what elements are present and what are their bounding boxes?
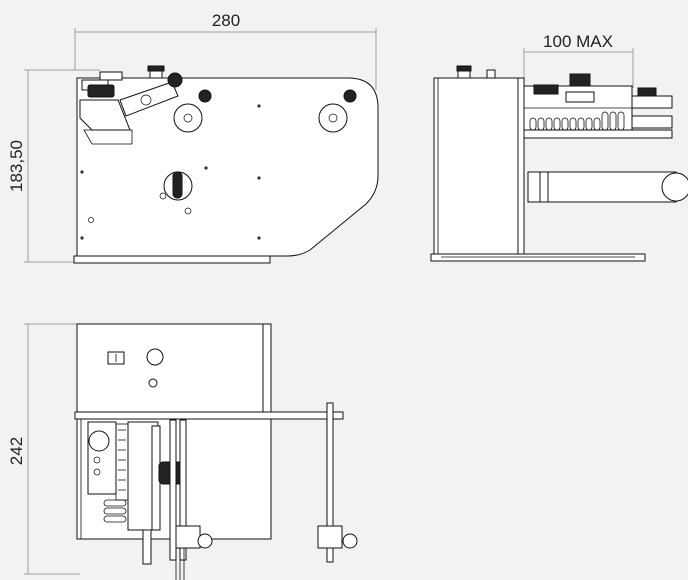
side-roller-stack (523, 73, 673, 139)
side-view: 100 MAX (430, 32, 688, 262)
top-view: 242 (7, 323, 358, 580)
front-top-stud-cap (147, 65, 165, 72)
front-view: 280 183,50 (7, 11, 379, 264)
top-housing-edge (262, 323, 272, 413)
front-roller-right-knob-icon (343, 89, 357, 103)
front-guide-knob (87, 84, 115, 98)
side-base-plate (430, 253, 646, 262)
side-plate (517, 77, 525, 255)
top-left-roller-icon (88, 430, 110, 452)
side-knob-left-icon (533, 84, 559, 95)
top-button-icon (146, 348, 164, 366)
front-roller-left (173, 89, 212, 133)
front-top-block (99, 71, 123, 81)
front-base-plate (73, 255, 271, 264)
top-cross-bar (74, 411, 344, 420)
top-led-icon (148, 378, 158, 388)
top-clamp-right (317, 525, 343, 549)
front-roller-left-knob-icon (198, 89, 212, 103)
dimension-label-280: 280 (212, 11, 240, 30)
front-roller-right (318, 89, 357, 133)
front-arm-knob-icon (167, 72, 183, 88)
front-angled-arm (119, 72, 183, 117)
dimension-height-front: 183,50 (7, 69, 100, 263)
side-housing (433, 77, 519, 255)
dimension-width-front: 280 (74, 11, 377, 90)
top-housing (76, 323, 264, 413)
top-clamp-left-knob-icon (197, 533, 213, 549)
side-top-stud-2 (486, 69, 496, 79)
front-guide-lower (83, 129, 133, 145)
top-right-rod (326, 402, 334, 534)
front-mounting-holes (80, 104, 261, 240)
side-lower-roller (527, 171, 688, 203)
dimension-label-183-50: 183,50 (7, 140, 26, 192)
dimension-label-100-max: 100 MAX (543, 32, 613, 51)
front-central-knob (159, 171, 193, 215)
top-clamp-left (175, 525, 201, 549)
top-clamp-right-knob-icon (342, 533, 358, 549)
dimension-depth-top: 242 (7, 323, 80, 575)
side-knob-top-icon (569, 73, 591, 87)
front-main-plate (76, 77, 379, 257)
dimension-label-242: 242 (7, 437, 26, 465)
